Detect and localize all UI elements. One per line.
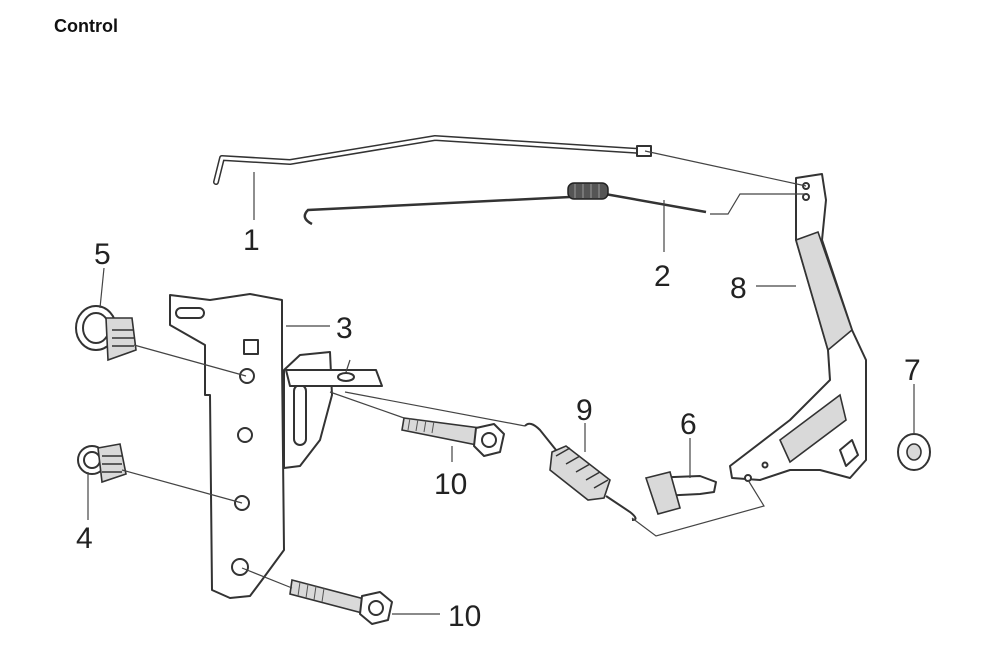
part-8-control-lever[interactable] xyxy=(729,173,867,482)
part-2-spring-coil xyxy=(567,182,609,200)
part-9-tension-spring[interactable] xyxy=(524,422,637,521)
part-10-bolt-upper[interactable] xyxy=(401,417,505,457)
part-6-lever-pin[interactable] xyxy=(644,471,717,515)
callout-1: 1 xyxy=(243,224,260,257)
part-10-bolt-lower[interactable] xyxy=(289,578,393,625)
callout-9: 9 xyxy=(576,394,593,427)
callout-10-lower: 10 xyxy=(448,600,481,633)
callout-3: 3 xyxy=(336,312,353,345)
leader-lines xyxy=(87,150,915,615)
callout-6: 6 xyxy=(680,408,697,441)
part-4-cable-clip[interactable] xyxy=(77,443,127,484)
part-2-spring-rod[interactable] xyxy=(303,182,707,226)
callout-8: 8 xyxy=(730,272,747,305)
part-5-cable-clip[interactable] xyxy=(75,305,137,362)
part-3-mounting-bracket[interactable] xyxy=(169,293,383,599)
callout-4: 4 xyxy=(76,522,93,555)
callout-10-upper: 10 xyxy=(434,468,467,501)
callout-2: 2 xyxy=(654,260,671,293)
part-1-control-rod[interactable] xyxy=(213,135,652,185)
callout-7: 7 xyxy=(904,354,921,387)
callout-5: 5 xyxy=(94,238,111,271)
part-7-nut[interactable] xyxy=(897,433,931,471)
page-title: Control xyxy=(54,16,118,36)
